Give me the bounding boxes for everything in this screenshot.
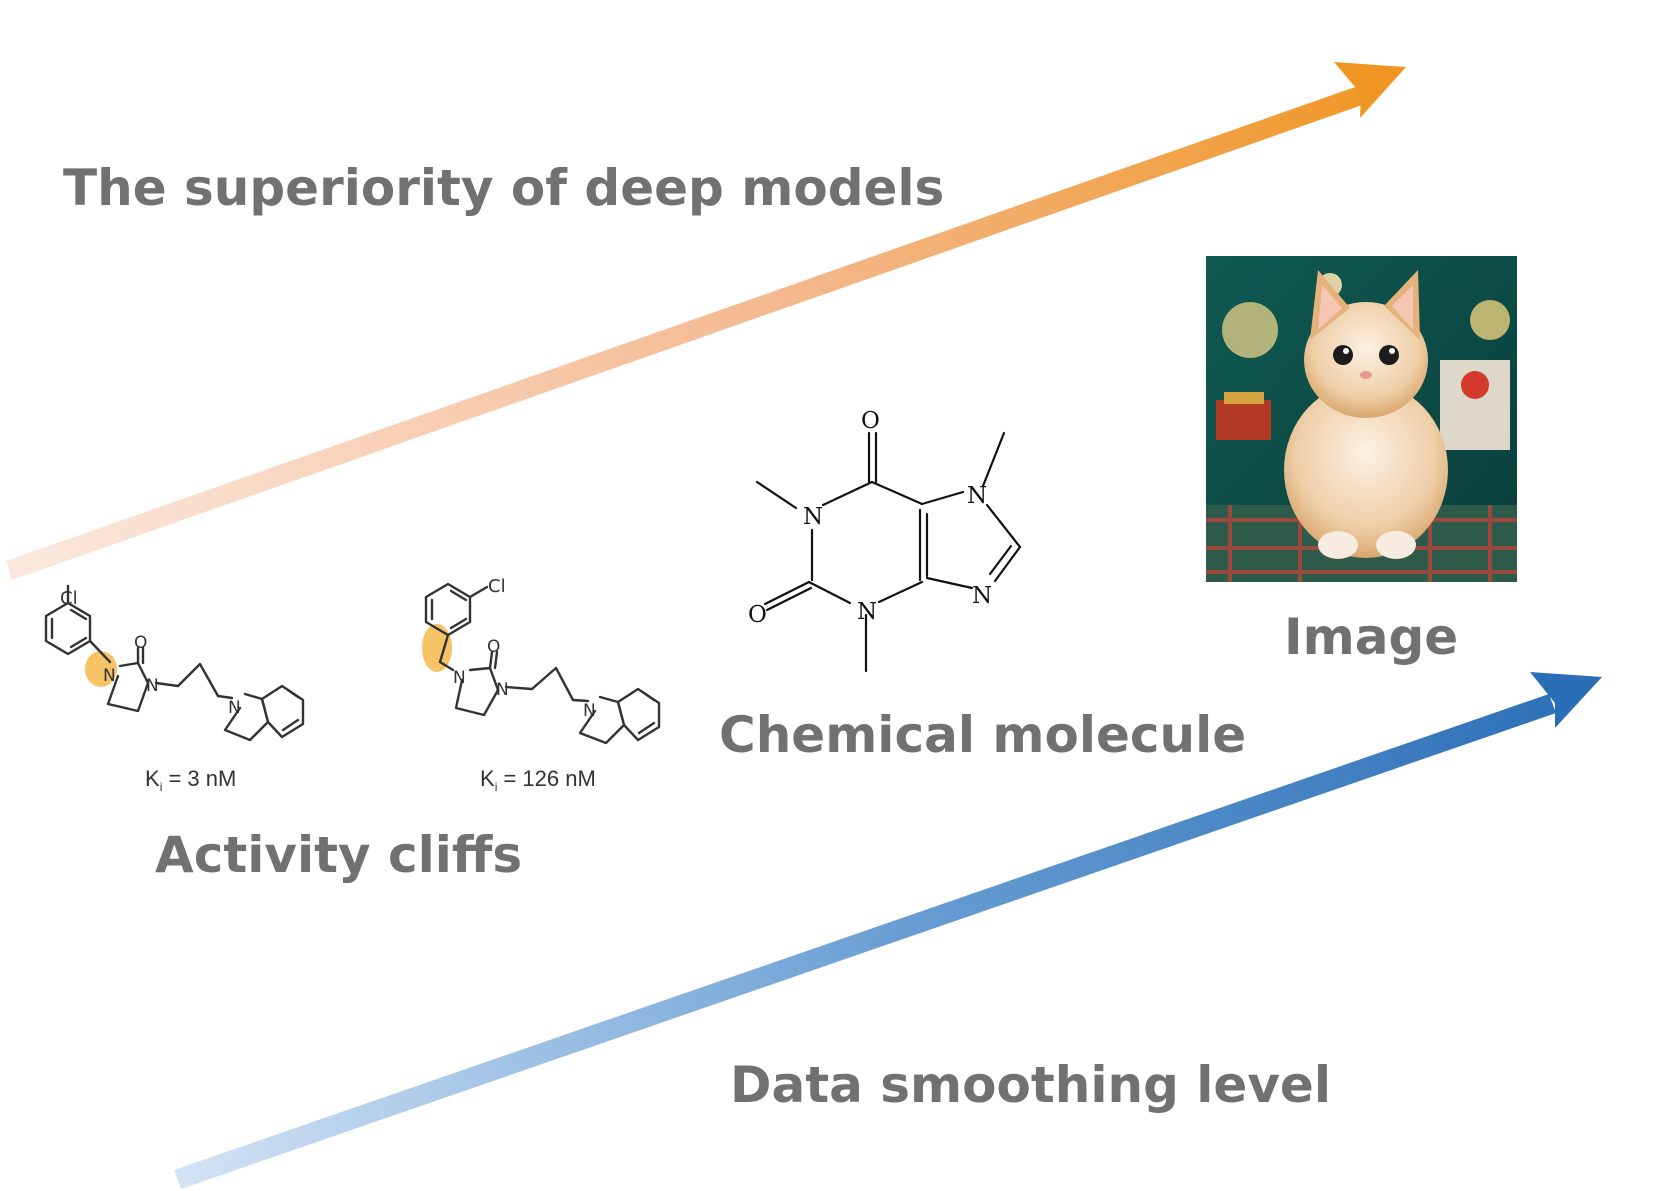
substituent-cl-2: Cl — [488, 576, 506, 597]
activity-cliff-molecule-1 — [44, 584, 305, 742]
atom-o-2: O — [487, 637, 500, 657]
caffeine-atom-n1: N — [803, 504, 823, 530]
caffeine-molecule — [755, 431, 1022, 673]
ki-label-1: Ki = 3 nM — [145, 766, 236, 794]
kitten-photo — [1206, 256, 1517, 582]
activity-cliffs-label: Activity cliffs — [155, 826, 523, 884]
atom-n-2a: N — [453, 668, 466, 688]
atom-n-1a: N — [103, 666, 116, 686]
image-label: Image — [1284, 608, 1459, 666]
data-smoothing-label: Data smoothing level — [730, 1056, 1331, 1114]
atom-n-2c: N — [583, 701, 596, 721]
caffeine-atom-o-top: O — [861, 408, 880, 434]
chemical-molecule-label: Chemical molecule — [719, 706, 1247, 764]
substituent-cl-1: Cl — [60, 588, 78, 609]
atom-n-2b: N — [496, 680, 509, 700]
ki-label-2: Ki = 126 nM — [480, 766, 596, 794]
top-arrow — [6, 62, 1406, 580]
atom-n-1b: N — [146, 676, 159, 696]
atom-n-1c: N — [228, 698, 241, 718]
caffeine-atom-n7: N — [967, 483, 987, 509]
atom-o-1: O — [134, 633, 147, 653]
bottom-arrow — [174, 672, 1602, 1189]
caffeine-atom-n9: N — [972, 583, 992, 609]
highlight-bond — [422, 624, 452, 672]
deep-models-label: The superiority of deep models — [63, 159, 945, 217]
activity-cliff-molecule-2 — [422, 582, 661, 745]
caffeine-atom-n3: N — [857, 599, 877, 625]
caffeine-atom-o-left: O — [748, 602, 767, 628]
